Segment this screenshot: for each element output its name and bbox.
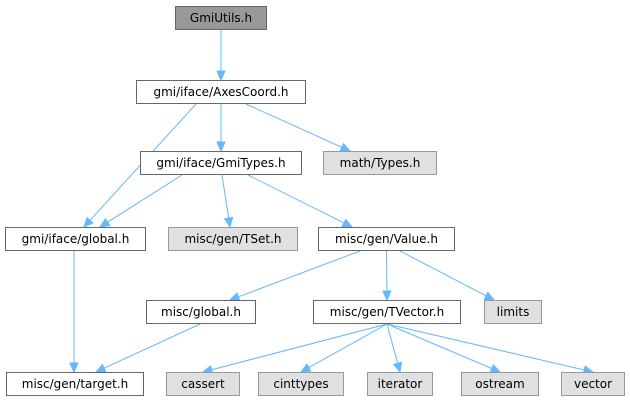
arrowhead-gmitypes-to-value <box>341 218 354 228</box>
node-misc-global-h[interactable]: misc/global.h <box>146 300 256 324</box>
edge-tvector-to-cinttypes <box>308 323 388 369</box>
node-iface-global-h[interactable]: gmi/iface/global.h <box>5 227 146 251</box>
arrowhead-axescoord-to-ifaceglobal <box>83 216 94 228</box>
edge-tvector-to-cassert <box>211 323 388 371</box>
node-math-types-h: math/Types.h <box>323 151 437 175</box>
edge-axescoord-to-mathtypes <box>245 103 343 148</box>
edge-tvector-to-iterator <box>386 323 399 364</box>
node-limits: limits <box>484 300 542 324</box>
edge-gmitypes-to-tset <box>221 174 230 219</box>
node-iterator: iterator <box>367 372 433 396</box>
edge-gmitypes-to-value <box>247 174 345 224</box>
node-tvector-h[interactable]: misc/gen/TVector.h <box>313 300 461 324</box>
node-axescoord-h[interactable]: gmi/iface/AxesCoord.h <box>136 80 306 104</box>
arrowhead-miscglobal-to-target <box>94 363 107 373</box>
arrowhead-gmiutils-to-axescoord <box>216 70 226 82</box>
edge-miscglobal-to-target <box>103 323 201 369</box>
node-target-h[interactable]: misc/gen/target.h <box>6 372 144 396</box>
arrowhead-value-to-tvector <box>382 290 392 302</box>
node-ostream: ostream <box>461 372 539 396</box>
arrowhead-gmitypes-to-ifaceglobal <box>98 217 111 228</box>
arrowhead-tvector-to-iterator <box>392 361 403 374</box>
arrowhead-axescoord-to-gmitypes <box>216 141 226 153</box>
node-value-h[interactable]: misc/gen/Value.h <box>318 227 455 251</box>
node-cassert: cassert <box>166 372 240 396</box>
node-gmitypes-h[interactable]: gmi/iface/GmiTypes.h <box>140 151 302 175</box>
node-vector: vector <box>561 372 625 396</box>
arrowhead-value-to-limits <box>483 291 496 301</box>
edge-tvector-to-ostream <box>386 323 492 369</box>
node-cinttypes: cinttypes <box>258 372 344 396</box>
arrowhead-gmitypes-to-tset <box>223 216 234 229</box>
edge-gmitypes-to-ifaceglobal <box>107 174 183 223</box>
arrowhead-axescoord-to-mathtypes <box>339 142 352 152</box>
arrowhead-tvector-to-cinttypes <box>299 363 312 373</box>
edge-value-to-miscglobal <box>238 250 361 298</box>
node-gmiutils-h: GmiUtils.h <box>175 6 267 30</box>
arrowhead-ifaceglobal-to-target <box>69 362 79 374</box>
edge-tvector-to-vector <box>386 323 585 371</box>
edge-value-to-limits <box>399 250 487 297</box>
node-tset-h: misc/gen/TSet.h <box>168 227 298 251</box>
